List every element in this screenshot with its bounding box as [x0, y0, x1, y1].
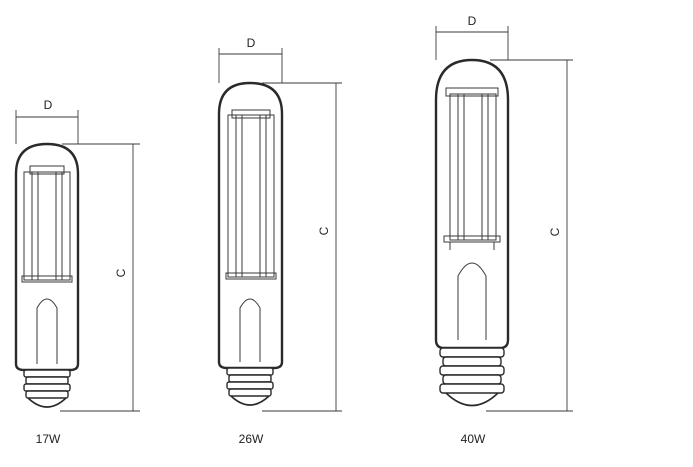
lamp-26w-screw-base — [226, 367, 274, 406]
lamp-17w-c-label: C — [114, 268, 128, 277]
lamp-26w-c-label: C — [317, 226, 331, 235]
lamp-26w-bottom-clamp — [225, 272, 277, 280]
lamp-26w-top-clamp — [231, 109, 271, 119]
lamp-17w-arc-tube — [23, 171, 71, 281]
lamp-26w-arc-tube — [227, 114, 275, 278]
lamp-17w-stem — [36, 298, 58, 364]
lamp-40w-wattage-label: 40W — [461, 432, 486, 446]
lamp-40w-arc-tube — [449, 93, 497, 241]
lamp-17w-top-clamp — [29, 165, 65, 175]
lamp-17w: D C 17W — [14, 98, 140, 446]
lamp-40w-stem — [457, 262, 487, 340]
lamp-40w-c-label: C — [548, 227, 562, 236]
lamp-40w-bottom-clamp — [443, 235, 501, 243]
lamp-40w-top-clamp — [445, 87, 499, 97]
lamp-26w-wattage-label: 26W — [239, 432, 264, 446]
lamp-17w-d-label: D — [44, 98, 53, 112]
lamp-40w-glass-tube — [434, 58, 510, 350]
lamp-26w: D C 26W — [217, 36, 342, 446]
lamp-40w-d-label: D — [468, 14, 477, 28]
lamp-26w-stem — [239, 298, 261, 362]
lamp-17w-bottom-clamp — [21, 275, 73, 283]
lamp-26w-d-label: D — [247, 36, 256, 50]
lamp-40w: D C 40W — [434, 14, 573, 446]
lamp-17w-screw-base — [23, 369, 71, 408]
lamp-17w-glass-tube — [14, 142, 80, 372]
lamp-40w-screw-base — [439, 347, 505, 407]
lamp-17w-wattage-label: 17W — [36, 432, 61, 446]
